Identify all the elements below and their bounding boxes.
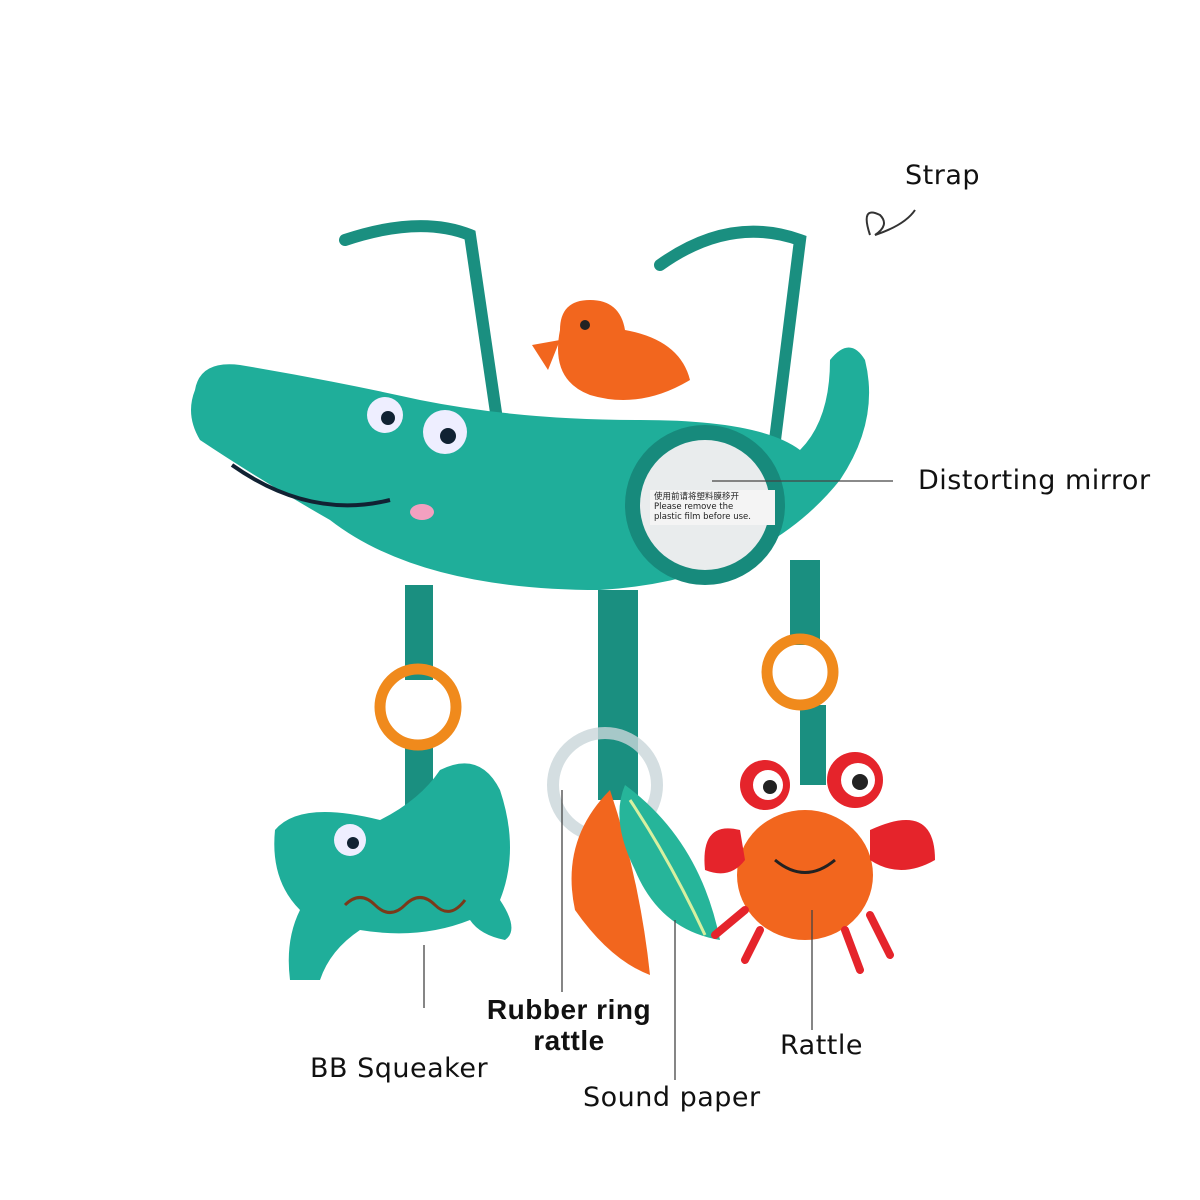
label-rubber-ring-line2: rattle [533,1025,605,1056]
label-strap: Strap [905,160,981,191]
strap-icon [865,209,916,236]
sound-paper-leaf-orange [571,790,650,975]
bird [558,300,690,400]
sticker-line-2: Please remove the [654,502,734,512]
sticker-line-3: plastic film before use. [654,512,751,522]
teething-ring-left [374,663,462,751]
sticker-line-1: 使用前请将塑料膜移开 [654,492,740,502]
label-rubber-ring-rattle: Rubber ring rattle [478,994,660,1056]
mirror-sticker: 使用前请将塑料膜移开 Please remove the plastic fil… [654,492,774,522]
label-distorting-mirror: Distorting mirror [918,465,1151,496]
label-rubber-ring-line1: Rubber ring [486,994,652,1025]
straps [339,220,807,446]
hanging-tabs [405,560,826,820]
teething-ring-right [761,633,839,711]
leader-lines [423,480,893,1080]
label-rattle: Rattle [780,1030,863,1061]
label-bb-squeaker: BB Squeaker [310,1053,489,1084]
rattle-crab [704,752,935,974]
label-sound-paper: Sound paper [583,1082,761,1113]
bb-squeaker-crocodile [274,763,512,980]
